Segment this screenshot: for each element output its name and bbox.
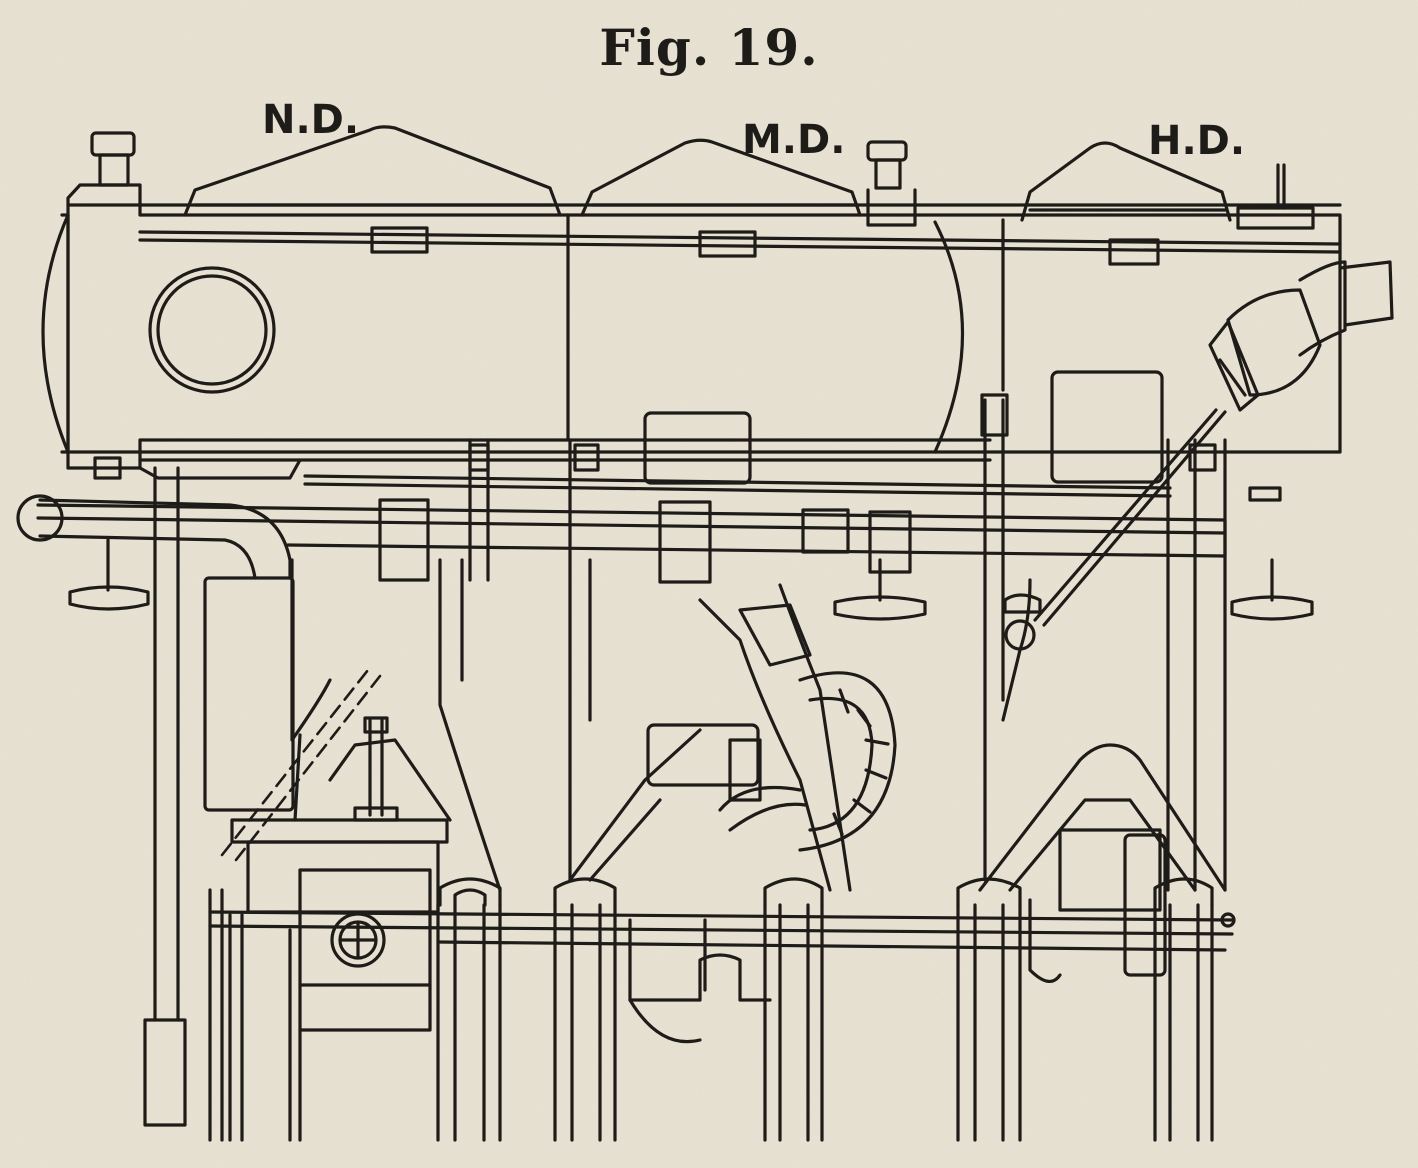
valve-chest [66, 370, 1172, 498]
cylinder-covers [183, 125, 1315, 230]
hd-a-frame [956, 393, 1227, 1142]
label-high-pressure-cylinder: H.D. [1148, 118, 1246, 164]
md-cover [580, 138, 862, 217]
md-flywheel [718, 671, 897, 852]
figure-caption: Fig. 19. [599, 18, 819, 77]
nd-cover [183, 125, 562, 217]
lower-tie-bar [208, 910, 1236, 952]
valve-chest-studs [93, 443, 1282, 502]
cylinder-body-outline [66, 183, 1342, 454]
left-end-cover [41, 213, 70, 454]
md-crank-pit [628, 918, 772, 1044]
inspection-port-inner [156, 274, 268, 386]
tie-rods [138, 226, 1342, 266]
nd-a-frame [290, 438, 502, 1142]
hd-cover [1020, 141, 1232, 222]
stop-valves [68, 538, 1314, 621]
label-medium-pressure-cylinder: M.D. [742, 117, 846, 163]
left-columns [143, 466, 244, 1142]
hd-exhaust-elbow [1208, 260, 1394, 412]
pump-connector-dashed [220, 668, 370, 857]
hd-valve-box [1236, 206, 1315, 230]
inspection-port-outer [148, 266, 276, 394]
label-low-pressure-cylinder: N.D. [262, 97, 360, 143]
top-valves [90, 131, 917, 227]
